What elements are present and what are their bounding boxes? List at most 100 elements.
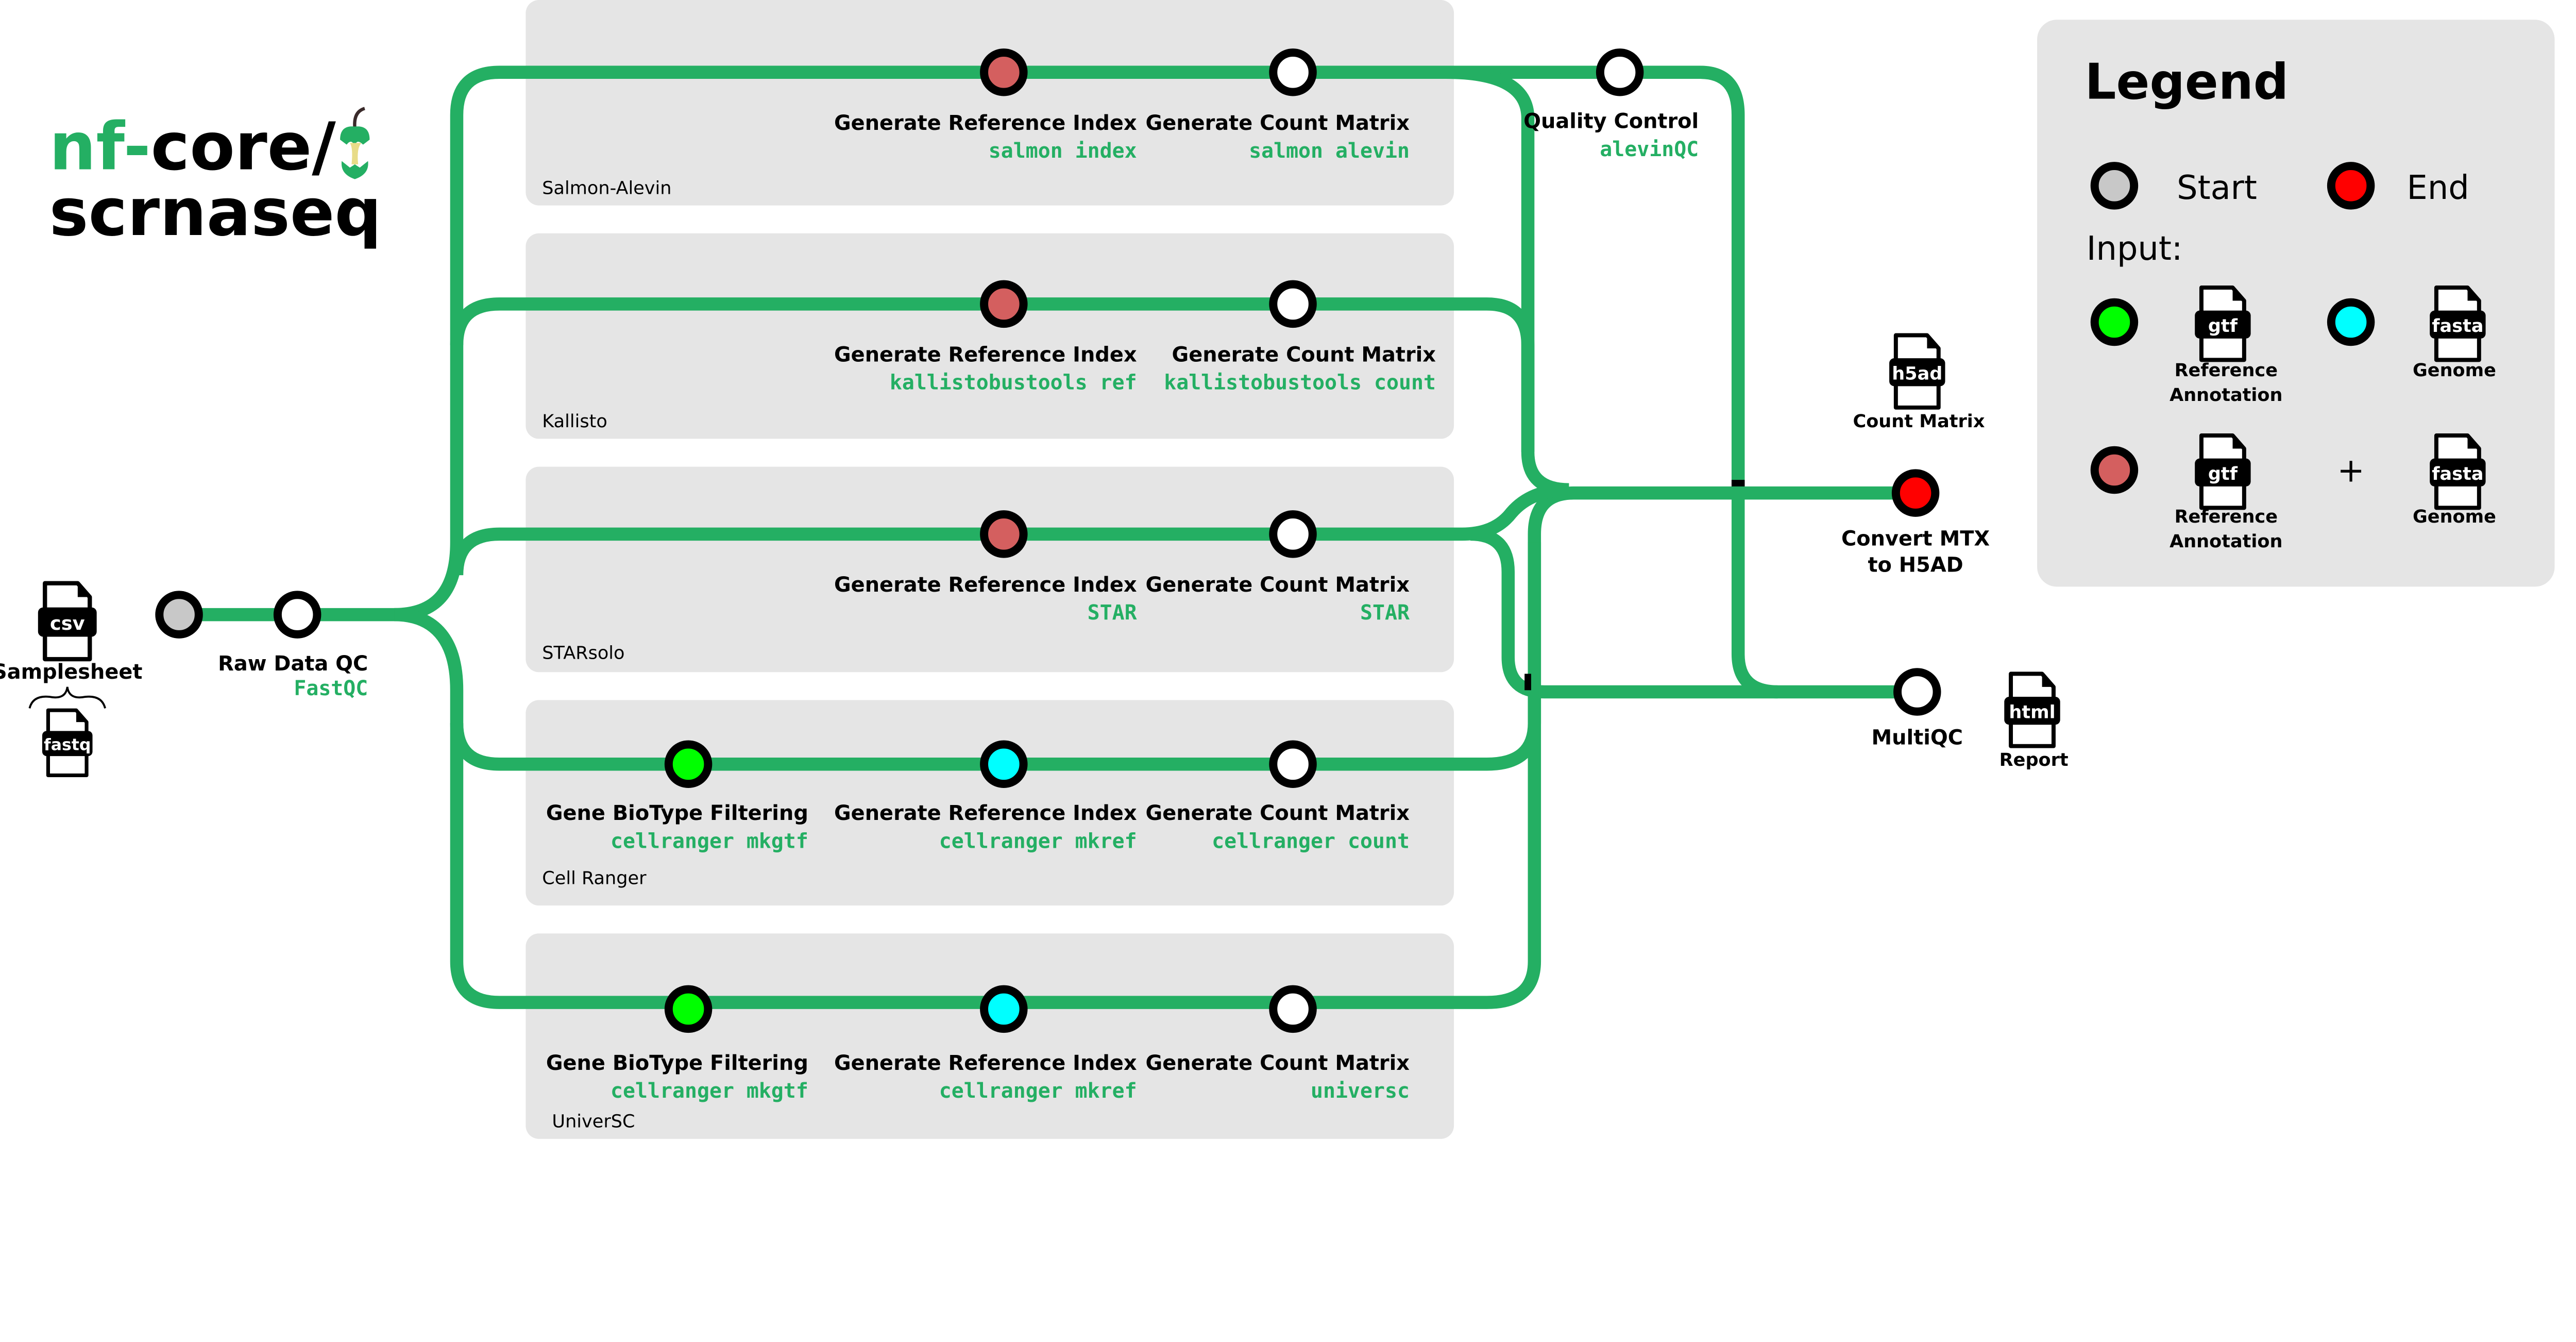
legend-start-node [2090, 162, 2139, 210]
samplesheet-file-icon: csv [38, 583, 97, 659]
legend-end-label: End [2407, 169, 2469, 207]
legend-fasta-node [2327, 298, 2375, 346]
h5ad-file-icon: h5ad [1889, 336, 1945, 408]
svg-text:nf-core/: nf-core/ [49, 109, 336, 185]
legend-input-label: Input: [2087, 230, 2183, 268]
step-tool: STAR [1360, 601, 1410, 625]
legend-genome-label: Genome [2413, 506, 2496, 527]
apple-core-icon [340, 107, 370, 179]
svg-text:gtf: gtf [2208, 315, 2238, 337]
step-label: Generate Reference Index [834, 801, 1137, 825]
multiqc-label: MultiQC [1872, 726, 1963, 750]
nf-core-logo: nf-core/ scrnaseq [49, 107, 382, 251]
count-matrix-label: Count Matrix [1853, 411, 1985, 432]
quality-control-node[interactable] [1596, 48, 1644, 96]
panel-starsolo [526, 466, 1454, 673]
salmon-count-node[interactable] [1269, 48, 1317, 96]
fastq-file-icon: fastq [42, 710, 93, 775]
line-junction-mark [1731, 480, 1745, 487]
kallisto-count-node[interactable] [1269, 280, 1317, 328]
line-junction-mark [1524, 674, 1531, 691]
step-label: Generate Count Matrix [1146, 111, 1410, 135]
panel-label: UniverSC [552, 1111, 635, 1132]
legend-gtf-node [2090, 298, 2139, 346]
legend-gtf-file-icon: gtf [2195, 288, 2250, 360]
multiqc-node[interactable] [1893, 668, 1941, 716]
step-label: Generate Count Matrix [1146, 801, 1410, 825]
quality-control-label: Quality Control [1523, 110, 1699, 133]
panel-salmon-alevin [526, 0, 1454, 206]
legend-start-label: Start [2177, 169, 2257, 207]
svg-text:html: html [2009, 701, 2055, 723]
svg-text:gtf: gtf [2208, 463, 2238, 484]
universc-count-node[interactable] [1269, 985, 1317, 1033]
step-label: Generate Reference Index [834, 343, 1137, 367]
legend: Legend Start End Input: gtf Reference An… [2037, 20, 2555, 587]
step-tool: STAR [1088, 601, 1137, 625]
report-label: Report [1999, 749, 2069, 770]
star-index-node[interactable] [980, 510, 1028, 558]
svg-text:fastq: fastq [44, 736, 91, 754]
legend-ref-label: Reference [2175, 506, 2278, 527]
brace-icon [28, 686, 106, 709]
quality-control-tool: alevinQC [1600, 138, 1699, 161]
panel-cellranger [526, 700, 1454, 906]
legend-ref-label: Annotation [2170, 384, 2282, 406]
step-tool: cellranger count [1212, 829, 1410, 853]
step-label: Generate Reference Index [834, 1051, 1137, 1075]
raw-qc-tool: FastQC [294, 677, 368, 700]
star-count-node[interactable] [1269, 510, 1317, 558]
step-tool: salmon alevin [1249, 139, 1410, 163]
convert-label: Convert MTX [1841, 527, 1990, 551]
step-label: Gene BioType Filtering [546, 1051, 808, 1075]
panel-label: Salmon-Alevin [542, 177, 671, 198]
legend-fasta-file-icon: fasta [2430, 435, 2485, 508]
convert-label: to H5AD [1868, 553, 1963, 577]
step-label: Gene BioType Filtering [546, 801, 808, 825]
panel-label: STARsolo [542, 643, 624, 664]
salmon-index-node[interactable] [980, 48, 1028, 96]
legend-title: Legend [2085, 53, 2289, 110]
cellranger-mkref-node[interactable] [980, 740, 1028, 789]
raw-qc-node[interactable] [273, 591, 321, 639]
universc-mkgtf-node[interactable] [664, 985, 713, 1033]
step-tool: salmon index [989, 139, 1137, 163]
panel-label: Kallisto [542, 411, 607, 432]
step-tool: cellranger mkgtf [611, 829, 808, 853]
step-tool: kallistobustools ref [890, 371, 1137, 395]
line-lower-branch [394, 486, 1916, 1009]
raw-qc-label: Raw Data QC [218, 652, 368, 676]
cellranger-mkgtf-node[interactable] [664, 740, 713, 789]
convert-node[interactable] [1891, 469, 1940, 517]
panel-kallisto [526, 233, 1454, 439]
step-tool: cellranger mkref [939, 1079, 1137, 1103]
step-label: Generate Reference Index [834, 111, 1137, 135]
legend-plus: + [2337, 451, 2364, 490]
svg-text:fasta: fasta [2432, 315, 2483, 337]
legend-both-node [2090, 446, 2139, 494]
svg-text:csv: csv [50, 612, 85, 634]
step-tool: cellranger mkref [939, 829, 1137, 853]
universc-mkref-node[interactable] [980, 985, 1028, 1033]
start-node[interactable] [155, 591, 203, 639]
legend-end-node [2327, 162, 2375, 210]
pipeline-diagram: Salmon-Alevin Kallisto STARsolo Cell Ran… [0, 0, 2555, 1139]
step-label: Generate Count Matrix [1172, 343, 1436, 367]
kallisto-index-node[interactable] [980, 280, 1028, 328]
svg-text:scrnaseq: scrnaseq [49, 175, 382, 251]
html-file-icon: html [2004, 674, 2060, 746]
line-cellranger [450, 542, 1541, 771]
line-salmon-to-convert [1446, 65, 1569, 497]
legend-fasta-file-icon: fasta [2430, 288, 2485, 360]
legend-ref-label: Reference [2175, 360, 2278, 381]
samplesheet-label: Samplesheet [0, 660, 142, 684]
line-starsolo-to-multiqc [1470, 527, 1778, 699]
panel-universc [526, 933, 1454, 1139]
legend-ref-label: Annotation [2170, 531, 2282, 552]
cellranger-count-node[interactable] [1269, 740, 1317, 789]
step-tool: cellranger mkgtf [611, 1079, 808, 1103]
svg-text:h5ad: h5ad [1892, 363, 1942, 384]
step-tool: universc [1311, 1079, 1410, 1103]
legend-genome-label: Genome [2413, 360, 2496, 381]
step-label: Generate Count Matrix [1146, 573, 1410, 597]
